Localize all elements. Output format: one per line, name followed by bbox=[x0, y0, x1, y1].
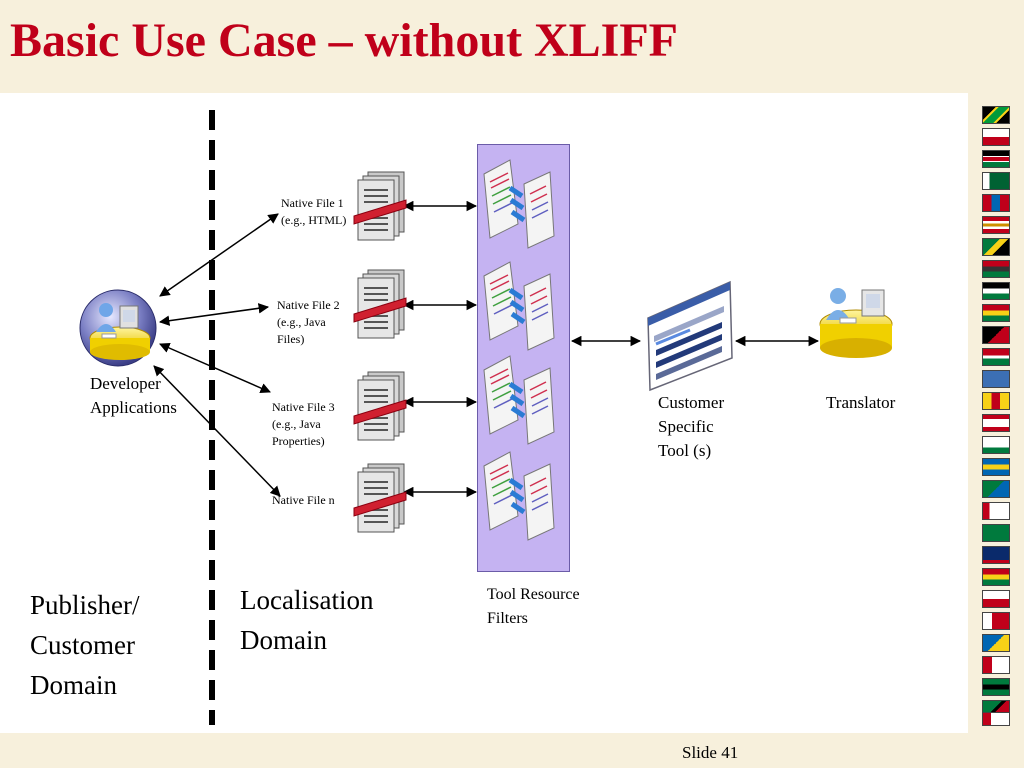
diagram-graphics bbox=[79, 0, 893, 733]
flag-icon bbox=[982, 348, 1010, 366]
title-band bbox=[0, 0, 1024, 93]
flag-icon bbox=[982, 260, 1010, 278]
localisation-domain-label: Localisation Domain bbox=[240, 585, 374, 655]
flag-icon bbox=[982, 712, 1010, 726]
flag-icon bbox=[982, 172, 1010, 190]
flag-icon bbox=[982, 612, 1010, 630]
translator-icon bbox=[819, 288, 893, 358]
flag-icon bbox=[982, 150, 1010, 168]
flag-icon bbox=[982, 436, 1010, 454]
flag-icon bbox=[982, 546, 1010, 564]
flag-icon bbox=[982, 238, 1010, 256]
slide-title: Basic Use Case – without XLIFF bbox=[10, 14, 678, 67]
flag-icon bbox=[982, 568, 1010, 586]
flag-icon bbox=[982, 194, 1010, 212]
developer-workstation-icon bbox=[79, 289, 157, 367]
translator-label: Translator bbox=[826, 393, 896, 412]
flag-icon bbox=[982, 128, 1010, 146]
flag-icon bbox=[982, 216, 1010, 234]
flag-icon bbox=[982, 458, 1010, 476]
flag-icon bbox=[982, 678, 1010, 696]
flag-icon bbox=[982, 282, 1010, 300]
flag-icon bbox=[982, 480, 1010, 498]
slide-number: Slide 41 bbox=[682, 743, 739, 762]
footer-band bbox=[0, 733, 1024, 768]
flag-icon bbox=[982, 634, 1010, 652]
native-file-n-label: Native File n bbox=[272, 493, 335, 507]
publisher-domain-label: Publisher/ Customer Domain bbox=[30, 590, 140, 700]
flag-icon bbox=[982, 414, 1010, 432]
flag-icon bbox=[982, 590, 1010, 608]
tool-window-icon bbox=[647, 280, 733, 392]
flag-icon bbox=[982, 502, 1010, 520]
developer-label: Developer Applications bbox=[90, 374, 177, 417]
flag-icon bbox=[982, 392, 1010, 410]
flag-icon bbox=[982, 524, 1010, 542]
native-file-1-label: Native File 1 (e.g., HTML) bbox=[281, 196, 347, 227]
tool-label: Customer Specific Tool (s) bbox=[658, 393, 725, 460]
native-file-3-label: Native File 3 (e.g., Java Properties) bbox=[272, 400, 335, 448]
flag-icon bbox=[982, 106, 1010, 124]
native-file-2-label: Native File 2 (e.g., Java Files) bbox=[277, 298, 340, 346]
flag-icon bbox=[982, 304, 1010, 322]
flag-icon bbox=[982, 326, 1010, 344]
filters-label: Tool Resource Filters bbox=[487, 586, 580, 627]
flag-icon bbox=[982, 370, 1010, 388]
flag-icon bbox=[982, 656, 1010, 674]
